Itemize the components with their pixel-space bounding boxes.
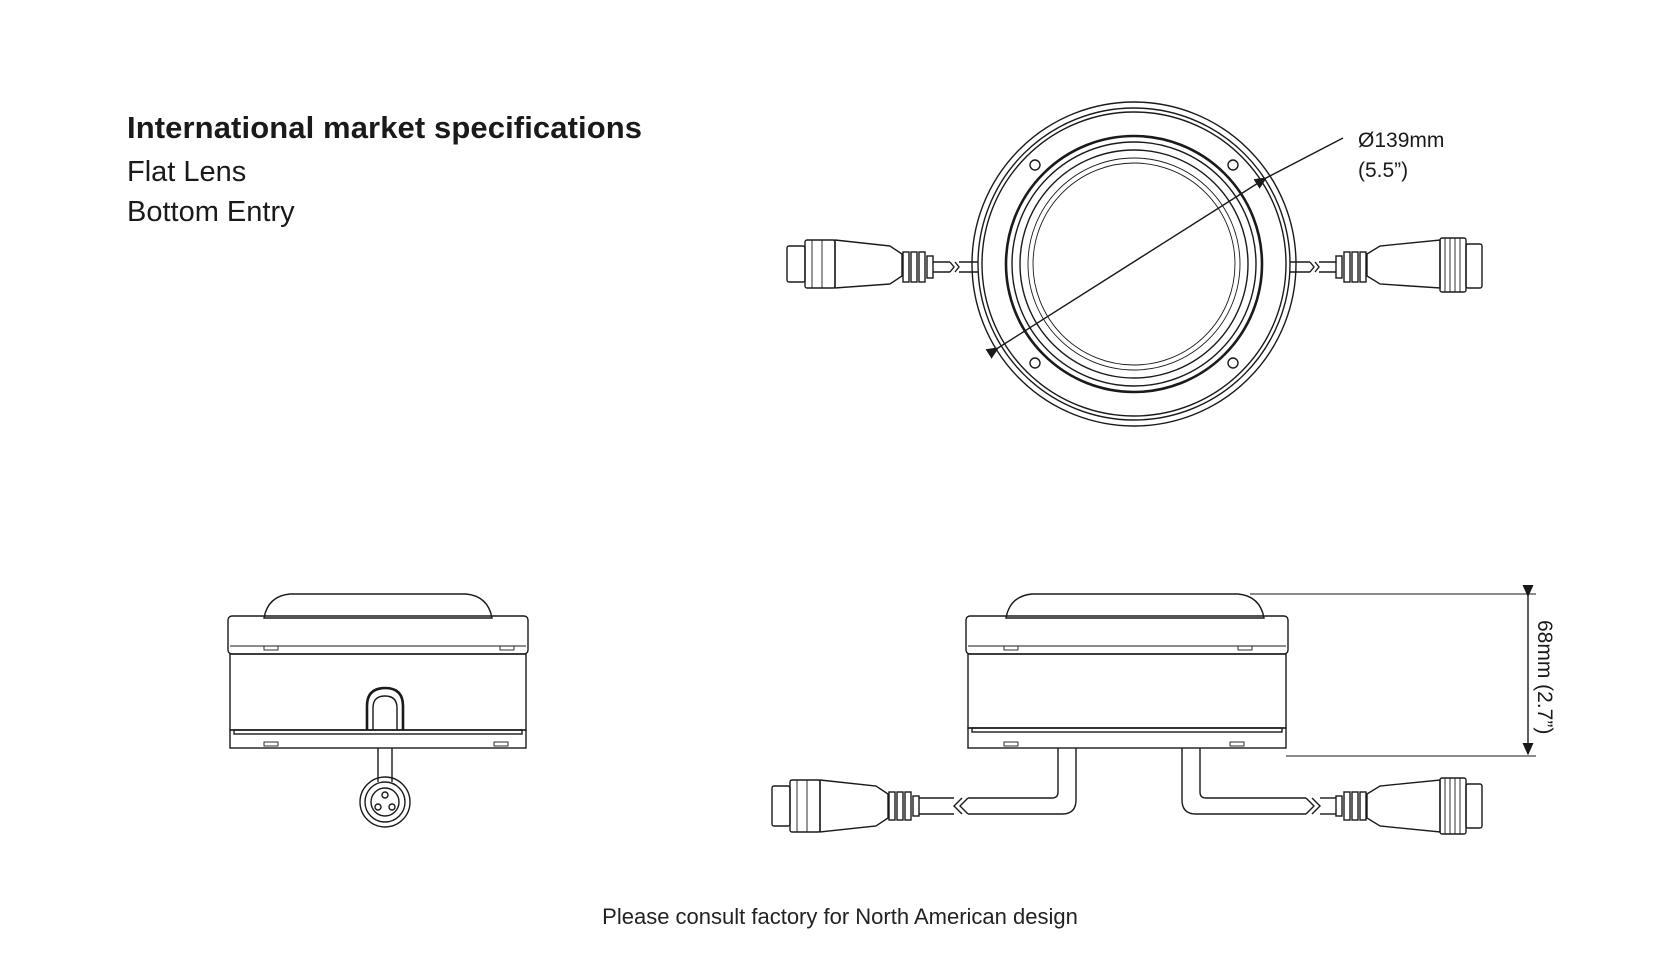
side-view-bottom-entry (227, 593, 529, 828)
footer-note: Please consult factory for North America… (602, 904, 1078, 929)
lens-type: Flat Lens (127, 156, 247, 188)
top-right-cable (1290, 237, 1483, 293)
side-view-with-cables: 68mm (2.7”) (771, 584, 1556, 835)
top-view: Ø139mm (5.5”) (786, 101, 1483, 427)
top-left-cable (786, 239, 978, 289)
height-label: 68mm (2.7”) (1533, 620, 1556, 734)
entry-type: Bottom Entry (127, 196, 295, 228)
side-left-cable (771, 779, 936, 833)
side-right-cable (1335, 777, 1483, 835)
spec-heading: International market specifications Flat… (127, 110, 642, 236)
spec-title: International market specifications (127, 110, 643, 145)
diameter-in-label: (5.5”) (1358, 159, 1408, 182)
diameter-mm-label: Ø139mm (1358, 129, 1444, 152)
